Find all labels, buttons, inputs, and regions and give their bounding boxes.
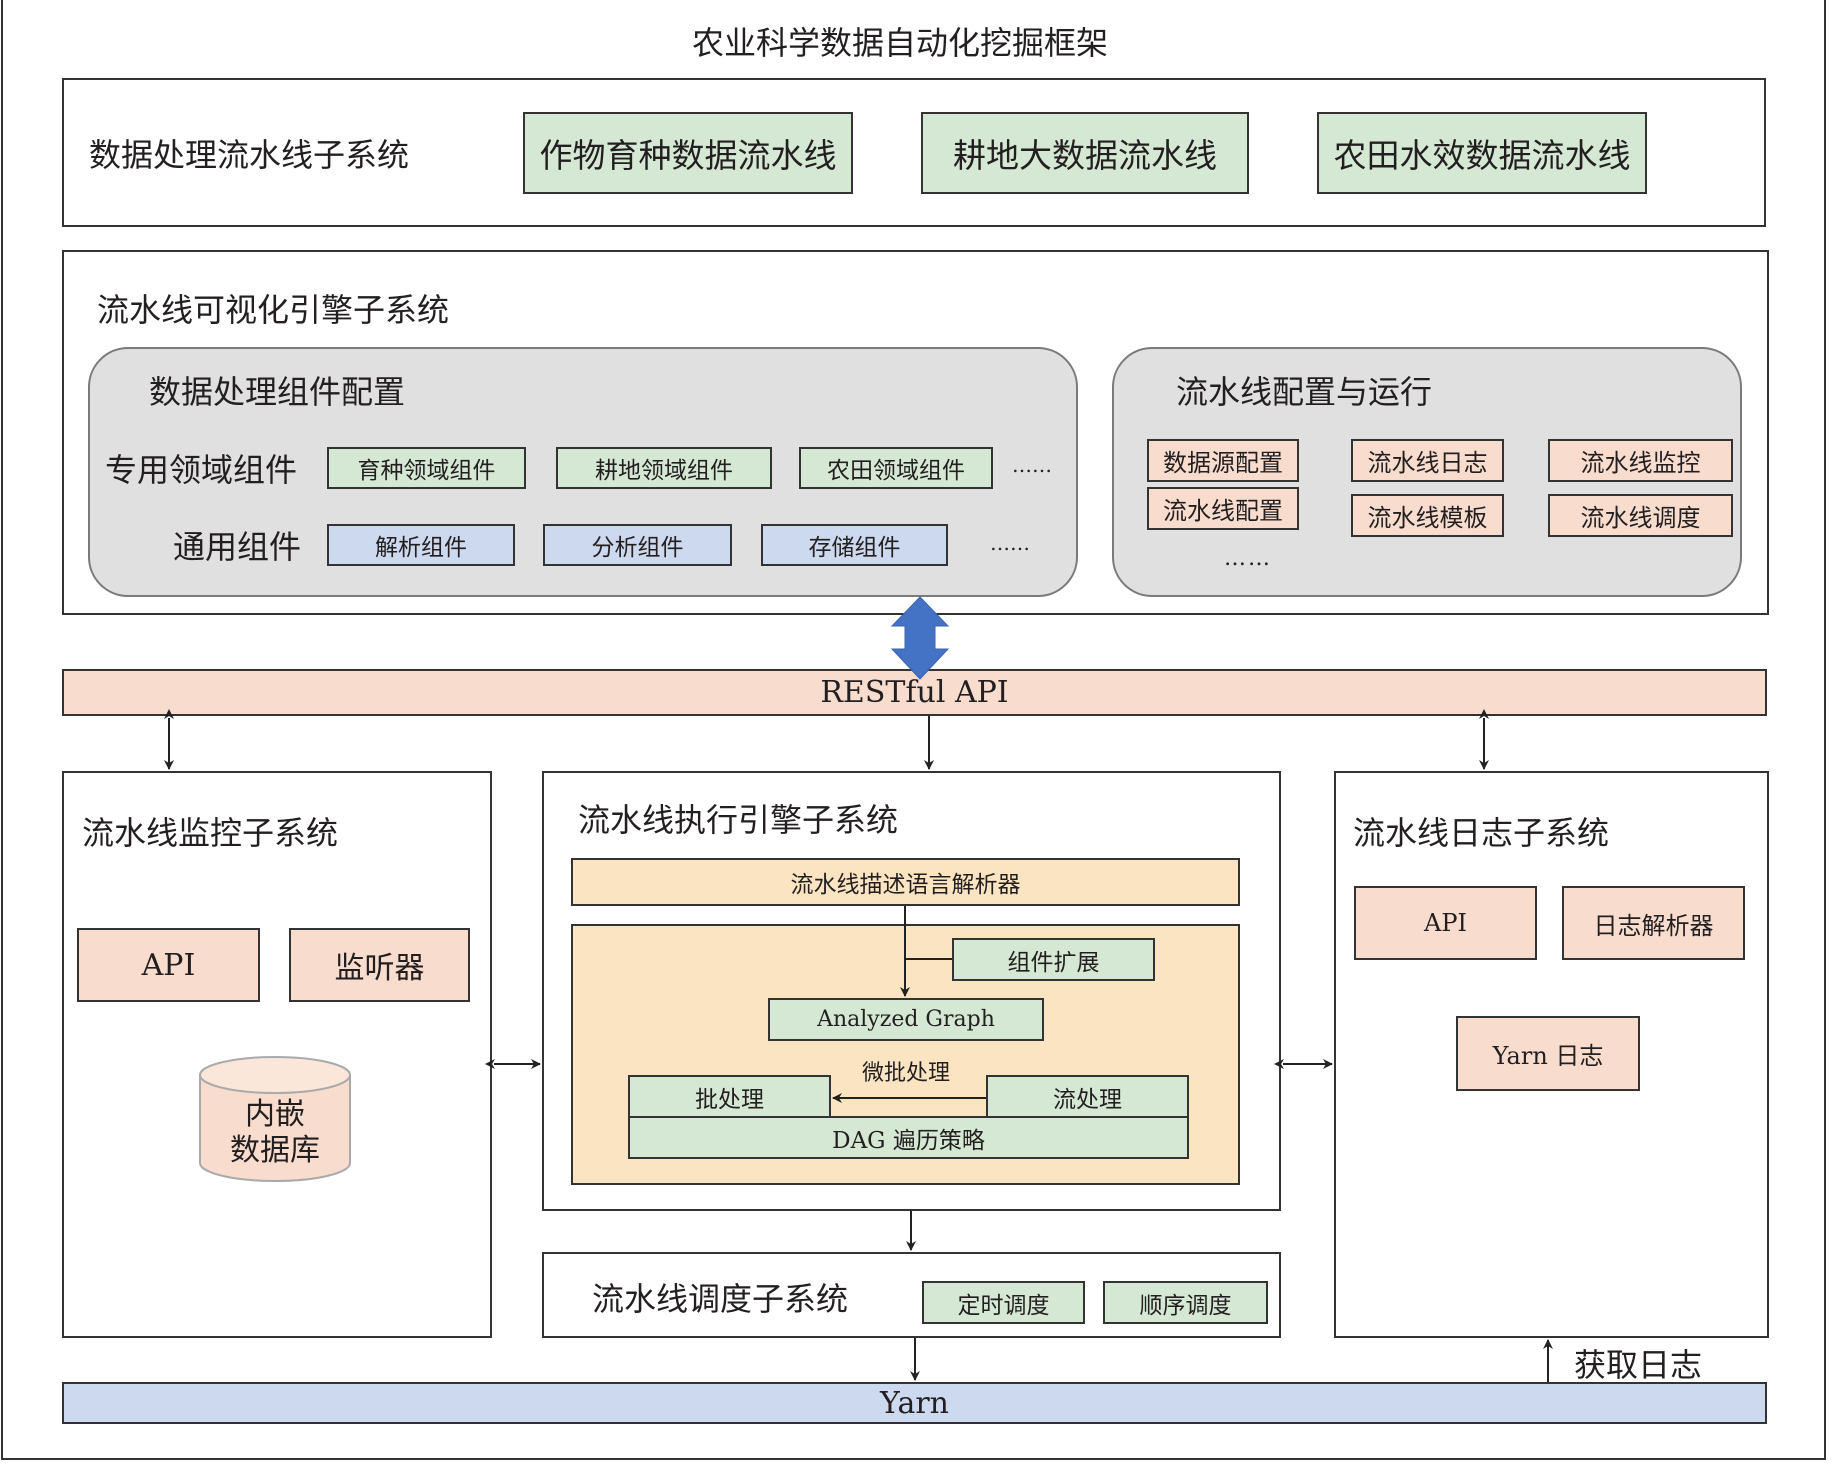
schedule-subsystem: 流水线调度子系统 定时调度 顺序调度 — [542, 1252, 1281, 1338]
panel-label: 流水线配置与运行 — [1176, 373, 1433, 411]
monitor-api[interactable]: API — [77, 928, 260, 1002]
general-more-ellipsis: …… — [990, 531, 1030, 555]
sequential-scheduling[interactable]: 顺序调度 — [1103, 1281, 1268, 1324]
config-item[interactable]: 流水线模板 — [1351, 494, 1504, 537]
log-api[interactable]: API — [1354, 886, 1537, 960]
domain-row-label: 专用领域组件 — [105, 451, 298, 489]
diagram-title: 农业科学数据自动化挖掘框架 — [691, 24, 1108, 62]
database-label-line2: 数据库 — [230, 1133, 320, 1168]
general-component[interactable]: 分析组件 — [543, 524, 732, 566]
yarn-log[interactable]: Yarn 日志 — [1456, 1016, 1640, 1091]
log-parser[interactable]: 日志解析器 — [1562, 886, 1745, 960]
config-item[interactable]: 流水线配置 — [1147, 487, 1299, 530]
config-more-ellipsis: …… — [1224, 546, 1272, 571]
subsystem-label: 流水线调度子系统 — [592, 1280, 849, 1318]
general-component[interactable]: 解析组件 — [327, 524, 515, 566]
pipeline-dsl-parser[interactable]: 流水线描述语言解析器 — [571, 858, 1240, 906]
domain-more-ellipsis: …… — [1012, 453, 1052, 477]
domain-component[interactable]: 农田领域组件 — [799, 447, 993, 489]
pipeline-water[interactable]: 农田水效数据流水线 — [1317, 112, 1647, 194]
config-item[interactable]: 流水线监控 — [1548, 439, 1733, 482]
subsystem-label: 流水线监控子系统 — [82, 814, 339, 852]
micro-batch-label: 微批处理 — [862, 1061, 951, 1086]
component-config-panel: 数据处理组件配置 专用领域组件 通用组件 育种领域组件 耕地领域组件 农田领域组… — [88, 347, 1078, 597]
subsystem-label: 流水线执行引擎子系统 — [578, 801, 899, 839]
config-item[interactable]: 流水线日志 — [1351, 439, 1504, 482]
component-extension[interactable]: 组件扩展 — [952, 938, 1155, 981]
subsystem-label: 流水线日志子系统 — [1353, 814, 1610, 852]
monitor-subsystem: 流水线监控子系统 API 监听器 — [62, 771, 492, 1338]
general-row-label: 通用组件 — [173, 528, 302, 566]
log-subsystem: 流水线日志子系统 API 日志解析器 Yarn 日志 — [1334, 771, 1769, 1338]
timed-scheduling[interactable]: 定时调度 — [922, 1281, 1085, 1324]
fetch-logs-label: 获取日志 — [1574, 1346, 1703, 1384]
panel-label: 数据处理组件配置 — [149, 373, 406, 411]
monitor-listener[interactable]: 监听器 — [289, 928, 470, 1002]
pipeline-breeding[interactable]: 作物育种数据流水线 — [523, 112, 853, 194]
pipeline-config-panel: 流水线配置与运行 数据源配置 流水线日志 流水线监控 流水线配置 流水线模板 流… — [1112, 347, 1742, 597]
subsystem-label: 数据处理流水线子系统 — [89, 136, 410, 174]
stream-processing[interactable]: 流处理 — [986, 1075, 1189, 1118]
batch-processing[interactable]: 批处理 — [628, 1075, 831, 1118]
dag-traversal-strategy[interactable]: DAG 遍历策略 — [628, 1116, 1189, 1159]
yarn-bar: Yarn — [62, 1382, 1767, 1424]
general-component[interactable]: 存储组件 — [761, 524, 948, 566]
pipeline-farmland[interactable]: 耕地大数据流水线 — [921, 112, 1249, 194]
analyzed-graph[interactable]: Analyzed Graph — [768, 998, 1044, 1041]
database-label-line1: 内嵌 — [245, 1097, 305, 1132]
embedded-database-icon: 内嵌 数据库 — [198, 1055, 352, 1183]
domain-component[interactable]: 育种领域组件 — [327, 447, 526, 489]
domain-component[interactable]: 耕地领域组件 — [556, 447, 772, 489]
subsystem-label: 流水线可视化引擎子系统 — [97, 291, 450, 329]
config-item[interactable]: 流水线调度 — [1548, 494, 1733, 537]
config-item[interactable]: 数据源配置 — [1147, 439, 1299, 482]
restful-api-bar: RESTful API — [62, 669, 1767, 716]
